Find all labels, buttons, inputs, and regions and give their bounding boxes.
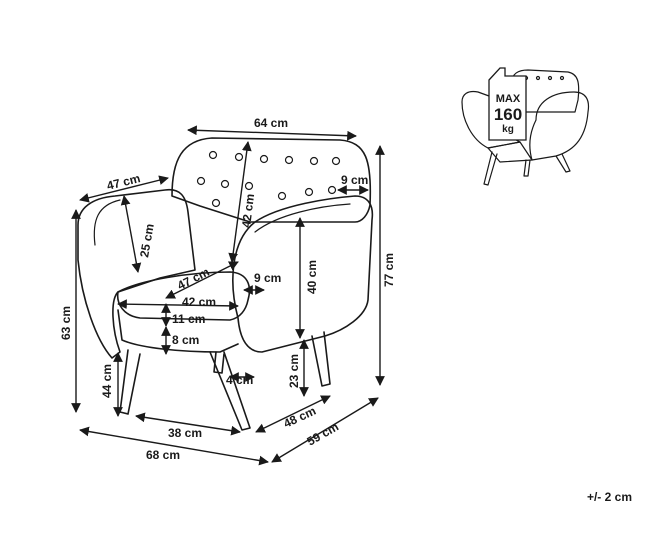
label-width-top: 64 cm bbox=[254, 116, 288, 130]
dim-line-arm-depth bbox=[79, 175, 169, 203]
label-total-height: 77 cm bbox=[382, 253, 396, 287]
label-arm-width-inner: 9 cm bbox=[254, 271, 281, 285]
tolerance-note: +/- 2 cm bbox=[586, 490, 632, 504]
label-leg-height: 44 cm bbox=[100, 364, 114, 398]
label-leg-span-depth: 48 cm bbox=[281, 404, 318, 431]
dim-line-seat-depth bbox=[165, 261, 239, 299]
badge-max: MAX bbox=[496, 93, 521, 105]
badge-value: 160 bbox=[494, 105, 522, 124]
dim-line-width-top bbox=[187, 125, 357, 141]
label-back-inner: 25 cm bbox=[137, 223, 157, 259]
dim-line-total-width bbox=[79, 426, 269, 466]
dimension-lines bbox=[71, 125, 385, 466]
label-leg-width: 4 cm bbox=[226, 373, 253, 387]
label-total-width: 68 cm bbox=[146, 448, 180, 462]
label-rear-leg: 23 cm bbox=[287, 354, 301, 388]
label-cushion: 11 cm bbox=[172, 312, 205, 326]
label-seat-base: 8 cm bbox=[172, 333, 199, 347]
label-arm-width-top: 9 cm bbox=[341, 173, 368, 187]
dim-line-seat-width bbox=[117, 299, 239, 311]
max-load-badge: MAX 160 kg bbox=[488, 67, 527, 141]
label-total-depth: 59 cm bbox=[305, 419, 341, 448]
dim-line-back-inner bbox=[120, 195, 142, 273]
label-seat-width: 42 cm bbox=[182, 295, 216, 309]
label-back-height: 42 cm bbox=[239, 193, 257, 228]
label-arm-height: 40 cm bbox=[305, 260, 319, 294]
label-leg-span-width: 38 cm bbox=[168, 426, 202, 440]
thumbnail-chair bbox=[461, 69, 590, 186]
dim-line-total-depth bbox=[271, 397, 379, 463]
label-seat-total: 63 cm bbox=[59, 306, 73, 340]
dimension-labels: 64 cm 47 cm 42 cm 9 cm 25 cm 47 cm 9 cm … bbox=[59, 116, 396, 462]
dim-line-back-height bbox=[228, 141, 252, 263]
label-seat-depth: 47 cm bbox=[175, 265, 212, 293]
badge-unit: kg bbox=[502, 124, 514, 135]
